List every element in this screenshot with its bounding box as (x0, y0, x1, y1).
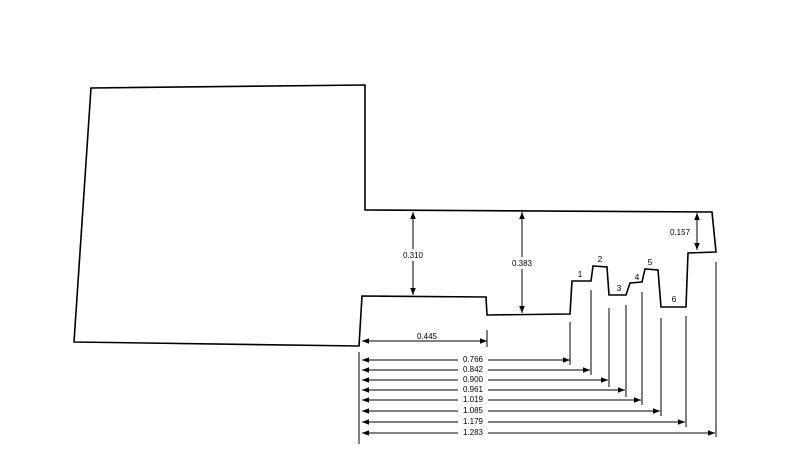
dim-h-0445: 0.445 (362, 332, 487, 344)
dim-label-1283: 1.283 (463, 428, 484, 437)
step-label-5: 5 (648, 257, 653, 267)
dim-gap-left: 0.310 (400, 212, 427, 295)
dim-label-1085: 1.085 (463, 406, 484, 415)
dim-h-1283: 1.283 (362, 428, 715, 437)
dim-label-0961: 0.961 (463, 385, 484, 394)
step-labels: 1 2 3 4 5 6 (578, 254, 677, 304)
dim-label-0900: 0.900 (463, 375, 484, 384)
dim-h-1179: 1.179 (362, 417, 685, 426)
dim-gap-middle: 0.383 (508, 212, 536, 313)
dim-label-1179: 1.179 (463, 417, 484, 426)
dim-h-0900: 0.900 (362, 375, 608, 384)
step-label-4: 4 (635, 272, 640, 282)
dim-label-0842: 0.842 (463, 365, 484, 374)
dim-label-0766: 0.766 (463, 355, 484, 364)
dim-h-0842: 0.842 (362, 365, 590, 374)
dim-label-0310: 0.310 (403, 251, 424, 260)
dim-h-0766: 0.766 (362, 355, 570, 364)
dim-h-1019: 1.019 (362, 395, 641, 404)
dim-label-0157: 0.157 (670, 228, 691, 237)
step-label-1: 1 (578, 269, 583, 279)
extension-lines (358, 262, 717, 444)
left-body-outline (73, 84, 717, 347)
dim-label-0383: 0.383 (512, 259, 533, 268)
step-label-6: 6 (672, 294, 677, 304)
step-label-3: 3 (617, 283, 622, 293)
dim-h-0961: 0.961 (362, 385, 625, 394)
dim-h-1085: 1.085 (362, 406, 660, 415)
dim-gap-right: 0.157 (670, 213, 700, 250)
step-label-2: 2 (598, 254, 603, 264)
dim-label-1019: 1.019 (463, 395, 484, 404)
dim-label-0445: 0.445 (417, 332, 438, 341)
